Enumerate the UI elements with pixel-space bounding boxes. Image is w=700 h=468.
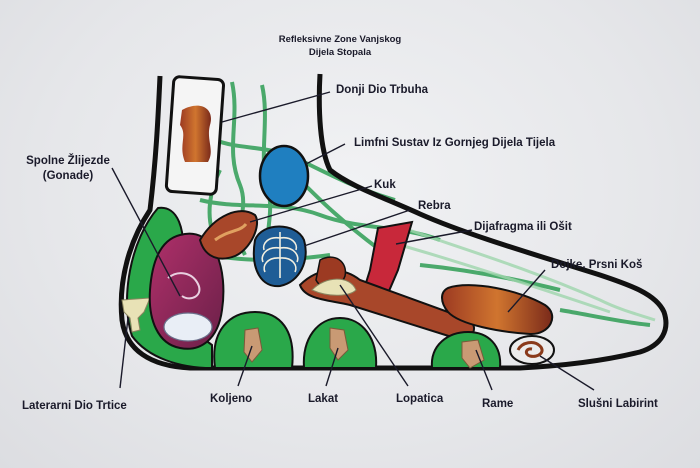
- label-lakat: Lakat: [308, 393, 338, 405]
- zone-limfni-sustav: [260, 146, 308, 206]
- label-kuk: Kuk: [374, 179, 396, 191]
- label-donji-dio-trbuha: Donji Dio Trbuha: [336, 84, 429, 96]
- intestine-graphic: [180, 106, 211, 162]
- label-gonade: (Gonade): [43, 170, 94, 182]
- zone-slusni-labirint: [510, 336, 554, 364]
- label-koljeno: Koljeno: [210, 393, 252, 405]
- label-slusni-labirint: Slušni Labirint: [578, 398, 658, 410]
- title-line-1: Refleksivne Zone Vanjskog: [279, 34, 402, 45]
- label-rebra: Rebra: [418, 200, 451, 212]
- title-line-2: Dijela Stopala: [309, 47, 372, 58]
- label-dojke: Dojke, Prsni Koš: [551, 259, 642, 271]
- label-limfni-sustav: Limfni Sustav Iz Gornjeg Dijela Tijela: [354, 137, 556, 149]
- label-spolne-zlijezde: Spolne Žlijezde: [26, 154, 110, 167]
- label-lopatica: Lopatica: [396, 393, 444, 405]
- label-laterarni-dio-trtice: Laterarni Dio Trtice: [22, 400, 127, 412]
- label-dijafragma: Dijafragma ili Ošit: [474, 221, 572, 233]
- label-rame: Rame: [482, 398, 513, 410]
- gonads-graphic: [164, 313, 212, 341]
